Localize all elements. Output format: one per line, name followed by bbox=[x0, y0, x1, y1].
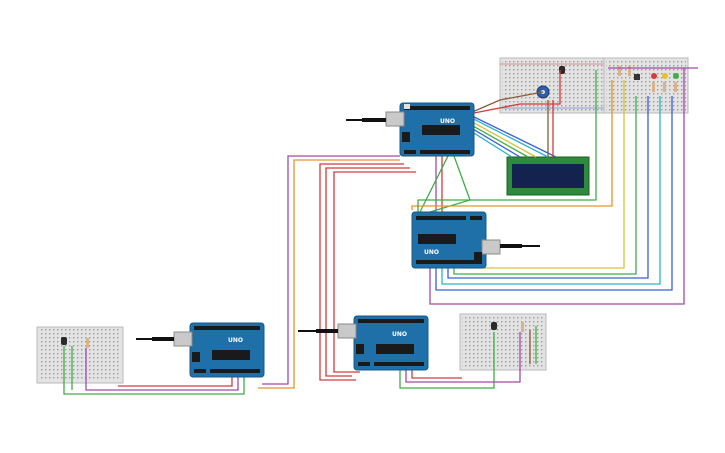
led-yellow bbox=[662, 73, 668, 79]
pushbutton bbox=[634, 74, 640, 80]
breadboard-bottom-left bbox=[36, 326, 124, 384]
board-logo-bottom-middle: UNO bbox=[392, 331, 407, 338]
resistors-top bbox=[618, 66, 677, 92]
breadboard-bottom-right bbox=[459, 313, 547, 371]
resistor-left bbox=[86, 338, 89, 348]
lcd-display bbox=[506, 156, 590, 196]
board-logo-bottom-left: UNO bbox=[228, 337, 243, 344]
resistor-right bbox=[521, 322, 524, 332]
led-green bbox=[673, 73, 679, 79]
arduino-bottom-left[interactable]: UNO bbox=[173, 322, 265, 378]
board-logo-middle: UNO bbox=[424, 249, 439, 256]
temperature-sensor-left bbox=[61, 337, 67, 345]
arduino-bottom-middle[interactable]: UNO bbox=[337, 315, 429, 371]
led-red bbox=[651, 73, 657, 79]
board-logo-top: UNO bbox=[440, 118, 455, 125]
arduino-middle[interactable]: UNO bbox=[411, 211, 501, 269]
arduino-top[interactable]: UNO bbox=[385, 102, 475, 157]
temperature-sensor-right bbox=[491, 322, 497, 330]
